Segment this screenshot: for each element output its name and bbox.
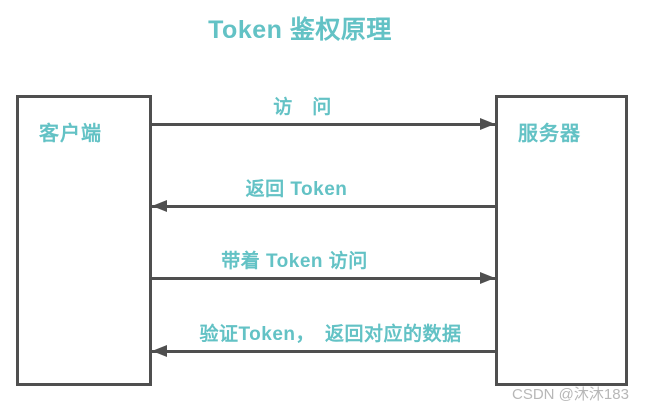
client-node: 客户端 xyxy=(16,95,152,386)
arrowhead-right-icon xyxy=(480,272,495,284)
arrowhead-left-icon xyxy=(152,345,167,357)
client-node-label: 客户端 xyxy=(39,123,102,145)
arrow-access-with-token-label: 带着 Token 访问 xyxy=(221,251,368,272)
watermark: CSDN @沐沐183 xyxy=(512,386,629,403)
server-node: 服务器 xyxy=(495,95,628,386)
arrow-line xyxy=(152,205,495,208)
arrowhead-right-icon xyxy=(480,118,495,130)
arrow-verify-token-return-data-label: 验证Token， 返回对应的数据 xyxy=(199,324,462,345)
arrow-line xyxy=(152,350,495,353)
arrowhead-left-icon xyxy=(152,200,167,212)
diagram-title: Token 鉴权原理 xyxy=(208,16,392,44)
arrow-line xyxy=(152,123,495,126)
server-node-label: 服务器 xyxy=(518,123,581,145)
arrow-return-token-label: 返回 Token xyxy=(245,179,348,200)
arrow-line xyxy=(152,277,495,280)
arrow-access-label: 访 问 xyxy=(273,97,332,118)
